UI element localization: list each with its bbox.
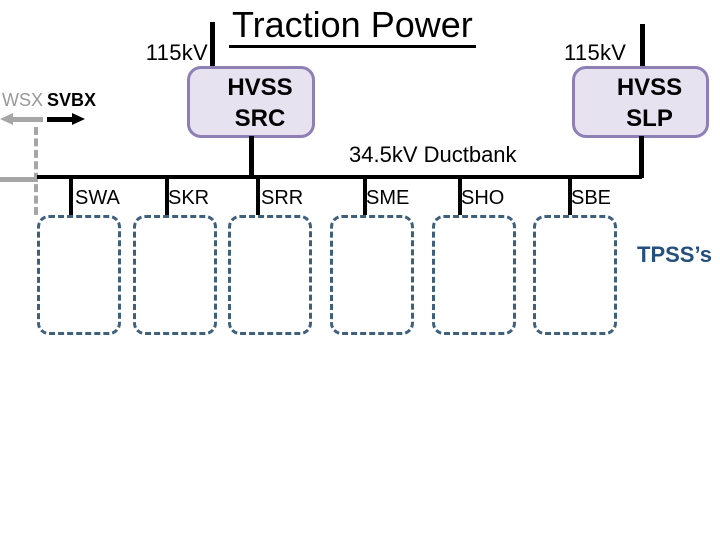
substation-box-sho [432,215,516,335]
slide-title: Traction Power [229,6,476,48]
substation-tick-sho [458,178,462,215]
wsx-dashed-line [34,127,38,215]
substation-label-srr: SRR [261,187,304,209]
arrow-left-head [0,113,13,125]
hvss-slp-line2: SLP [626,105,673,132]
wsx-label: WSX [2,90,44,110]
substation-box-swa [37,215,121,335]
substation-label-sbe: SBE [571,187,612,209]
arrow-right-shaft [47,117,73,122]
tpss-label: TPSS’s [637,242,712,267]
substation-tick-swa [69,178,73,215]
substation-label-sho: SHO [461,187,505,209]
substation-tick-sbe [568,178,572,215]
arrow-right-head [72,113,85,125]
wsx-bus-stub [0,177,38,182]
ductbank-label: 34.5kV Ductbank [349,142,517,167]
substation-box-srr [228,215,312,335]
substation-tick-sme [363,178,367,215]
substation-label-sme: SME [366,187,410,209]
substation-box-sbe [533,215,617,335]
substation-box-skr [133,215,217,335]
substation-tick-skr [165,178,169,215]
voltage-label-left: 115kV [145,40,208,65]
hvss-src-box: HVSS SRC [187,66,315,138]
substation-label-skr: SKR [168,187,210,209]
arrow-right-icon [47,113,85,126]
arrow-left-shaft [11,117,43,122]
hvss-slp-box: HVSS SLP [572,66,709,138]
feeder-line-right [640,24,645,67]
arrow-left-icon [0,113,43,126]
hvss-slp-drop-line [639,136,644,178]
ductbank-bus-line [37,175,642,179]
substation-tick-srr [256,178,260,215]
hvss-slp-line1: HVSS [616,74,683,101]
substation-label-swa: SWA [75,187,120,209]
hvss-src-line2: SRC [234,105,286,132]
voltage-label-right: 115kV [564,40,627,65]
substation-box-sme [330,215,414,335]
hvss-src-drop-line [249,136,254,178]
feeder-line-left [210,22,215,67]
svbx-label: SVBX [47,90,97,110]
hvss-src-line1: HVSS [227,74,293,101]
